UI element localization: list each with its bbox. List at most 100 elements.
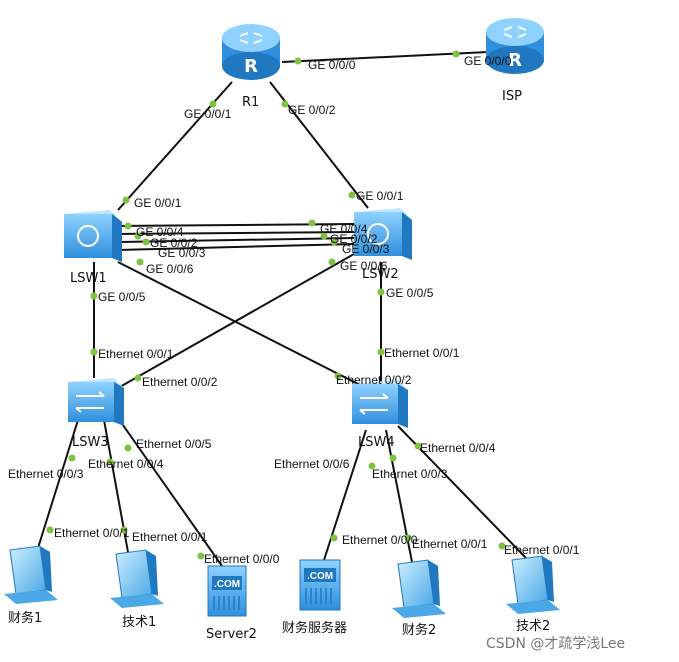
device-label-lsw4: LSW4: [358, 435, 395, 450]
port-label: GE 0/0/0: [308, 58, 356, 72]
port-dot: [90, 292, 98, 300]
port-label: Ethernet 0/0/1: [384, 346, 460, 360]
link-lsw2-lsw3: [117, 253, 355, 389]
switch-lsw4[interactable]: [352, 380, 408, 428]
server-badge: .COM: [214, 579, 240, 590]
switch-lsw1[interactable]: [64, 210, 122, 262]
port-dot: [404, 534, 412, 542]
port-label: GE 0/0/1: [356, 189, 404, 203]
port-dot: [134, 232, 142, 240]
port-label: GE 0/0/3: [158, 246, 206, 260]
device-label-jishu2: 技术2: [516, 619, 550, 634]
port-dot: [46, 526, 54, 534]
port-dot: [377, 288, 385, 296]
port-label: Ethernet 0/0/0: [342, 533, 418, 547]
port-dot: [334, 372, 342, 380]
server-server2[interactable]: .COM: [207, 565, 247, 617]
port-dot: [414, 442, 422, 450]
port-label: GE 0/0/6: [146, 262, 194, 276]
link-lsw1-lsw2-ge6: [117, 243, 355, 251]
port-label: GE 0/0/2: [150, 236, 198, 250]
port-dot: [368, 462, 376, 470]
port-dot: [498, 542, 506, 550]
port-dot: [308, 219, 316, 227]
port-label: Ethernet 0/0/1: [98, 347, 174, 361]
port-label: GE 0/0/4: [136, 225, 184, 239]
server-caiwu-server[interactable]: .COM: [299, 559, 341, 611]
switch-arrows-icon: [75, 391, 105, 413]
port-label: GE 0/0/0: [464, 54, 512, 68]
link-lsw1-lsw2-ge2: [117, 231, 355, 235]
device-label-caiwu2: 财务2: [402, 622, 436, 638]
port-dot: [294, 57, 302, 65]
server-vents-icon: [213, 596, 240, 610]
device-label-caiwu1: 财务1: [8, 610, 42, 626]
watermark: CSDN @才疏学浅Lee: [486, 636, 625, 652]
device-label-lsw1: LSW1: [70, 271, 107, 286]
port-label: Ethernet 0/0/2: [336, 373, 412, 387]
links: [37, 51, 527, 567]
port-dot: [389, 454, 397, 462]
port-label: GE 0/0/6: [340, 259, 388, 273]
port-dot: [134, 374, 142, 382]
port-label: Ethernet 0/0/1: [412, 537, 488, 551]
port-label: Ethernet 0/0/5: [136, 437, 212, 451]
port-label: GE 0/0/3: [342, 242, 390, 256]
router-arrows-icon: [503, 26, 527, 38]
router-r1[interactable]: R: [222, 24, 280, 80]
port-dot: [136, 258, 144, 266]
pc-jishu1[interactable]: [110, 549, 164, 608]
router-glyph: R: [508, 50, 522, 71]
port-dot: [197, 552, 205, 560]
port-label: GE 0/0/1: [184, 107, 232, 121]
port-label: Ethernet 0/0/1: [504, 543, 580, 557]
port-label: Ethernet 0/0/3: [372, 467, 448, 481]
port-label: Ethernet 0/0/0: [204, 552, 280, 566]
port-label: GE 0/0/2: [288, 103, 336, 117]
port-dot: [348, 191, 356, 199]
port-dot: [90, 348, 98, 356]
port-label: GE 0/0/1: [134, 196, 182, 210]
device-label-lsw2: LSW2: [362, 267, 399, 282]
link-lsw3-server2: [117, 417, 223, 567]
device-label-caiwu-server: 财务服务器: [282, 620, 347, 636]
port-label: GE 0/0/4: [320, 222, 368, 236]
link-lsw1-lsw2-ge3: [117, 237, 355, 243]
port-dot: [377, 348, 385, 356]
port-dot: [142, 238, 150, 246]
switch-lsw2[interactable]: [354, 208, 412, 260]
port-dot: [330, 534, 338, 542]
link-lsw3-caiwu1: [37, 419, 79, 549]
switch-lsw3[interactable]: [68, 378, 124, 426]
port-label: GE 0/0/5: [386, 286, 434, 300]
port-dot: [328, 258, 336, 266]
core-switch-icon: [77, 225, 99, 247]
link-lsw1-lsw4: [117, 261, 359, 385]
switch-arrows-icon: [359, 393, 389, 415]
device-label-jishu1: 技术1: [122, 615, 156, 630]
port-dot: [452, 50, 460, 58]
port-label: GE 0/0/5: [98, 290, 146, 304]
device-label-isp: ISP: [502, 89, 522, 104]
port-dot: [320, 232, 328, 240]
port-dot: [124, 222, 132, 230]
port-dot: [209, 100, 217, 108]
port-label: Ethernet 0/0/1: [132, 530, 208, 544]
port-label: Ethernet 0/0/6: [274, 457, 350, 471]
port-dot: [122, 196, 130, 204]
server-badge: .COM: [307, 571, 333, 582]
router-arrows-icon: [239, 32, 263, 44]
port-label: Ethernet 0/0/1: [54, 526, 130, 540]
port-labels: GE 0/0/0 GE 0/0/0 GE 0/0/1 GE 0/0/2 GE 0…: [8, 54, 580, 566]
port-dot: [281, 100, 289, 108]
port-dot: [120, 526, 128, 534]
router-isp[interactable]: R: [486, 18, 544, 74]
core-switch-icon: [367, 223, 389, 245]
pc-jishu2[interactable]: [506, 555, 560, 614]
port-dot: [106, 458, 114, 466]
pc-caiwu1[interactable]: [4, 545, 58, 604]
pc-caiwu2[interactable]: [392, 559, 446, 618]
port-dot: [124, 444, 132, 452]
device-label-lsw3: LSW3: [72, 435, 109, 450]
